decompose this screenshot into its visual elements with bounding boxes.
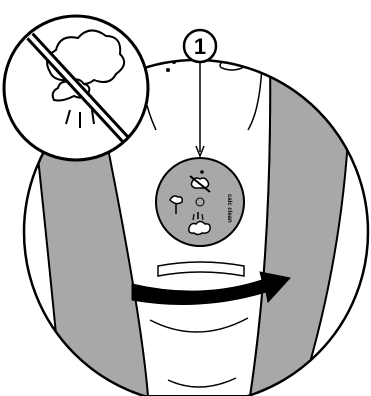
calc-clean-label: calc clean [226,194,232,223]
dial-center [196,198,204,206]
callout-badge: 1 [184,30,216,62]
callout-number: 1 [194,34,206,59]
no-steam-prohibited-icon [4,16,148,160]
steam-dial[interactable]: calc clean [156,158,244,246]
